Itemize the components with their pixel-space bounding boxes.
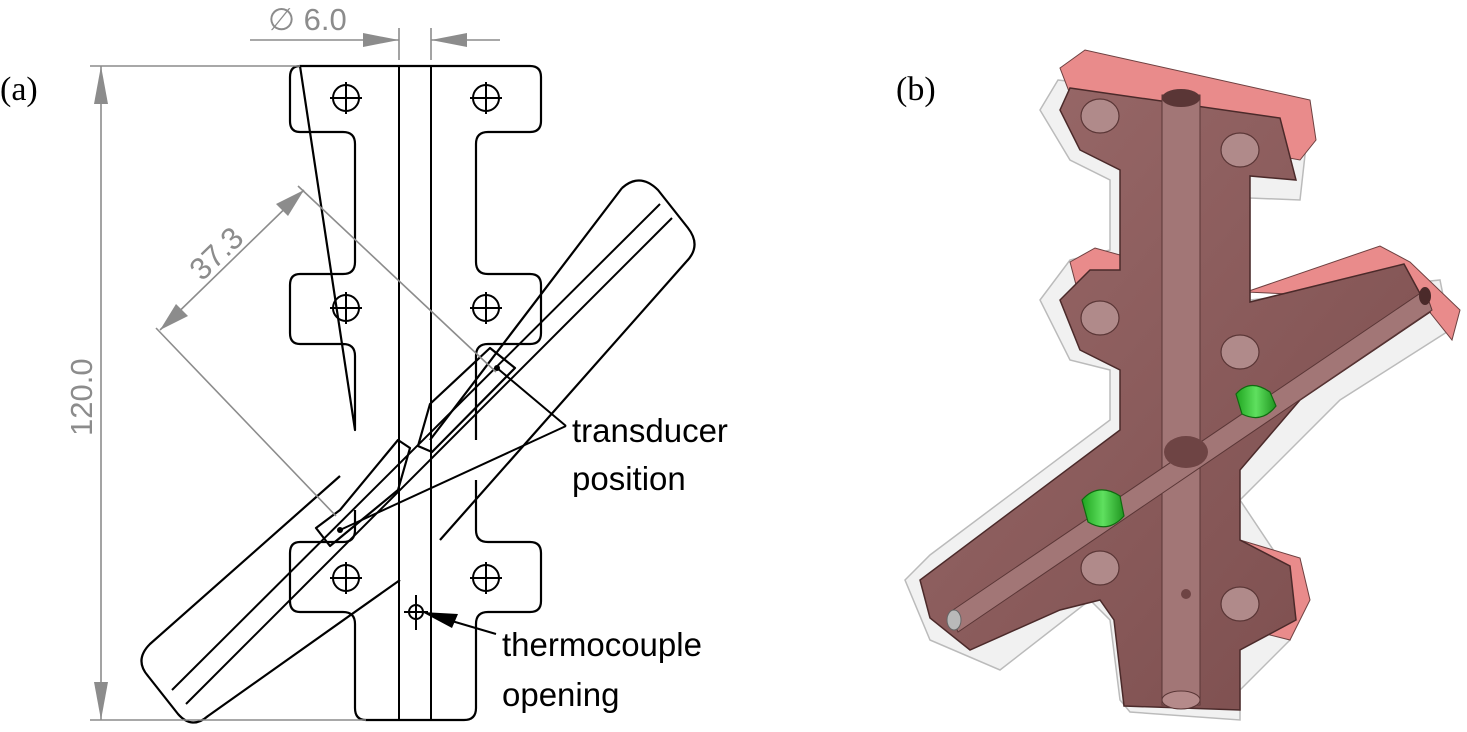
bolt-hole-1 [330,82,362,114]
thermocouple-label-line2: opening [502,676,619,713]
bolt-hole-5 [330,562,362,594]
diagonal-bore-start [946,609,962,631]
transducer-leaders [339,367,567,531]
transducer-upper [416,346,517,454]
dimension-diameter-label: ∅ 6.0 [268,2,347,37]
diagonal-channel-wall-2 [185,217,673,705]
panel-a: (a) [0,2,728,724]
panel-b: (b) [896,49,1461,721]
render-transducer-lower [1081,489,1125,528]
bolt-hole-6 [470,562,502,594]
bolt-hole-2 [470,82,502,114]
render-bolt-holes [1080,98,1260,622]
bolt-hole-3 [330,292,362,324]
thermocouple-leader [422,612,497,635]
body-outline [288,64,543,722]
bolt-hole-4 [470,292,502,324]
thermocouple-opening [404,595,428,630]
dimension-offset-label: 37.3 [183,220,251,287]
dimension-diameter: ∅ 6.0 [250,2,500,60]
diagonal-channel-wall-1 [171,203,661,691]
bore-intersection [1164,436,1208,468]
diagonal-bore-end [1419,287,1431,305]
transducer-label-line1: transducer [572,412,728,449]
thermocouple-label-line1: thermocouple [502,626,702,663]
transducer-label-line2: position [572,460,686,497]
dimension-height-label: 120.0 [64,358,99,436]
render-transducer-upper [1235,384,1277,419]
panel-a-label: (a) [0,71,38,108]
transducer-lower [314,438,412,548]
panel-b-label: (b) [896,71,936,108]
body-lower-left-ear [288,553,357,640]
dimension-height: 120.0 [64,65,366,721]
vertical-bore [1161,89,1201,710]
